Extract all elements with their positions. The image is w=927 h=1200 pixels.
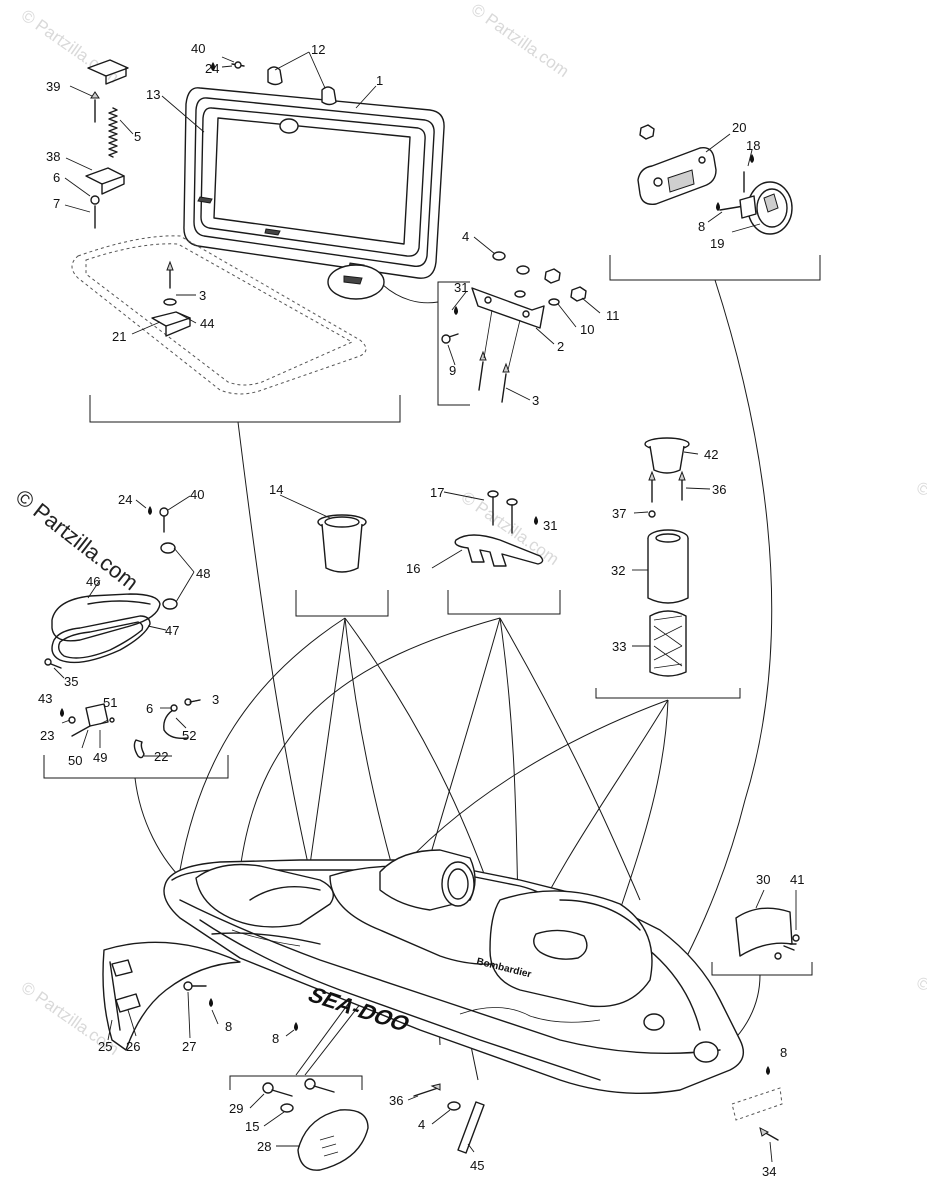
watermark-top-center: © Partzilla.com bbox=[468, 0, 573, 81]
callout-10: 10 bbox=[580, 322, 594, 337]
callout-32: 32 bbox=[611, 563, 625, 578]
callout-19: 19 bbox=[710, 236, 724, 251]
callout-26: 26 bbox=[126, 1039, 140, 1054]
callout-21: 21 bbox=[112, 329, 126, 344]
callout-4-hinge: 4 bbox=[462, 229, 469, 244]
callout-14: 14 bbox=[269, 482, 283, 497]
callout-1: 1 bbox=[376, 73, 383, 88]
cover-group-bracket bbox=[89, 395, 401, 423]
callout-36-tube: 36 bbox=[712, 482, 726, 497]
callout-3-opening: 3 bbox=[199, 288, 206, 303]
callout-40-top: 40 bbox=[191, 41, 205, 56]
callout-29: 29 bbox=[229, 1101, 243, 1116]
vent-cover-assembly bbox=[229, 1075, 369, 1171]
callout-48: 48 bbox=[196, 566, 210, 581]
callout-13: 13 bbox=[146, 87, 160, 102]
callout-27: 27 bbox=[182, 1039, 196, 1054]
callout-35: 35 bbox=[64, 674, 78, 689]
screw-40-top bbox=[211, 61, 245, 71]
watermark-bottom-right: © Partzilla.com bbox=[913, 973, 927, 1054]
callout-18: 18 bbox=[746, 138, 760, 153]
callout-20: 20 bbox=[732, 120, 746, 135]
callout-9: 9 bbox=[449, 363, 456, 378]
spring-bracket-assembly bbox=[85, 59, 129, 229]
callout-16: 16 bbox=[406, 561, 420, 576]
callout-46: 46 bbox=[86, 574, 100, 589]
callout-30: 30 bbox=[756, 872, 770, 887]
lanyard-clip-assembly bbox=[43, 698, 229, 779]
callout-31-hinge: 31 bbox=[454, 280, 468, 295]
clamp-assembly bbox=[711, 907, 813, 976]
hull-opening-outline bbox=[71, 235, 367, 395]
callout-40-left: 40 bbox=[190, 487, 204, 502]
decal-assembly bbox=[731, 1066, 783, 1141]
storage-cover-assembly bbox=[183, 66, 445, 304]
callout-8-decal: 8 bbox=[780, 1045, 787, 1060]
callout-6-top: 6 bbox=[53, 170, 60, 185]
callout-4-bottom: 4 bbox=[418, 1117, 425, 1132]
callout-leaders bbox=[53, 51, 797, 1163]
callout-24-left: 24 bbox=[118, 492, 132, 507]
callout-5: 5 bbox=[134, 129, 141, 144]
callout-24-top: 24 bbox=[205, 61, 219, 76]
callout-38: 38 bbox=[46, 149, 60, 164]
callout-7: 7 bbox=[53, 196, 60, 211]
cleat-assembly bbox=[447, 490, 561, 615]
callout-28: 28 bbox=[257, 1139, 271, 1154]
callout-6-clip: 6 bbox=[146, 701, 153, 716]
callout-44: 44 bbox=[200, 316, 214, 331]
callout-52: 52 bbox=[182, 728, 196, 743]
callout-8-hull: 8 bbox=[272, 1031, 279, 1046]
hinge-bracket-assembly bbox=[437, 251, 587, 406]
callout-8-latch: 8 bbox=[698, 219, 705, 234]
callout-8-fin: 8 bbox=[225, 1019, 232, 1034]
callout-2: 2 bbox=[557, 339, 564, 354]
callout-51: 51 bbox=[103, 695, 117, 710]
callout-43: 43 bbox=[38, 691, 52, 706]
callout-17: 17 bbox=[430, 485, 444, 500]
callout-34: 34 bbox=[762, 1164, 776, 1179]
callout-42: 42 bbox=[704, 447, 718, 462]
callout-3-hinge: 3 bbox=[532, 393, 539, 408]
callout-45: 45 bbox=[470, 1158, 484, 1173]
callout-12: 12 bbox=[311, 42, 325, 57]
watercraft-hull: SEA-DOO Bombardier bbox=[163, 849, 744, 1095]
callout-47: 47 bbox=[165, 623, 179, 638]
latch-assembly bbox=[609, 124, 821, 281]
callout-23: 23 bbox=[40, 728, 54, 743]
seat-strap-assembly bbox=[44, 506, 178, 669]
callout-15: 15 bbox=[245, 1119, 259, 1134]
callout-3-clip: 3 bbox=[212, 692, 219, 707]
callout-22: 22 bbox=[154, 749, 168, 764]
callout-37: 37 bbox=[612, 506, 626, 521]
callout-labels: 40 24 12 1 13 39 5 38 6 7 3 44 21 4 31 1… bbox=[38, 41, 804, 1179]
callout-11: 11 bbox=[606, 308, 620, 323]
callout-31-cleat: 31 bbox=[543, 518, 557, 533]
cup-holder-14 bbox=[295, 514, 389, 617]
callout-41: 41 bbox=[790, 872, 804, 887]
drain-parts bbox=[413, 1083, 485, 1154]
callout-49: 49 bbox=[93, 750, 107, 765]
storage-tube-assembly bbox=[595, 437, 741, 699]
callout-39: 39 bbox=[46, 79, 60, 94]
callout-25: 25 bbox=[98, 1039, 112, 1054]
callout-33: 33 bbox=[612, 639, 626, 654]
rear-fin-assembly bbox=[102, 941, 298, 1051]
watermark-mid-right: © Partzilla.com bbox=[913, 478, 927, 559]
callout-36-bottom: 36 bbox=[389, 1093, 403, 1108]
callout-50: 50 bbox=[68, 753, 82, 768]
